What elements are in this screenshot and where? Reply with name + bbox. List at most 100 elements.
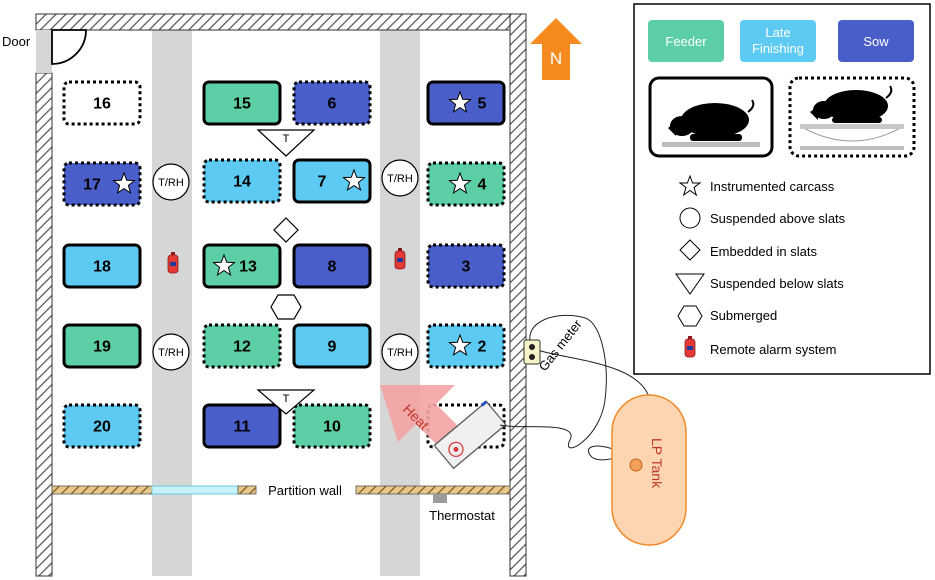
pen-box: [426, 243, 506, 289]
door-label: Door: [2, 34, 31, 49]
triangle-sensor-icon: [256, 389, 316, 415]
trh-sensor-circle-icon: [381, 159, 419, 197]
diamond-sensor-icon: [273, 217, 299, 243]
pen-20: 20: [62, 403, 142, 449]
pen-number: 12: [233, 339, 251, 356]
pen-box: [202, 243, 282, 289]
pen-number: 19: [93, 339, 111, 356]
legend-feeder-box: [648, 20, 724, 62]
pen-18: 18: [62, 243, 142, 289]
partition-wall-label: Partition wall: [268, 483, 342, 498]
lp-tank-label: LP Tank: [649, 438, 665, 489]
pen-number: 8: [328, 259, 337, 276]
pen-box: [62, 243, 142, 289]
pen-number: 20: [93, 419, 111, 436]
pen-number: 10: [323, 419, 341, 436]
pen-box: [62, 161, 142, 207]
north-label: N: [550, 49, 562, 68]
pen-box: [202, 323, 282, 369]
pen-5: 5: [426, 80, 506, 126]
alarm-icon: [167, 252, 179, 274]
legend-late-finishing-box: [740, 20, 816, 62]
pen-10: 10: [292, 403, 372, 449]
legend-feeder-label: Feeder: [665, 34, 707, 49]
aisles: [152, 30, 420, 576]
trh-label: T/RH: [387, 347, 413, 359]
pen-number: 17: [83, 177, 101, 194]
pen-9: 9: [292, 323, 372, 369]
pen-number: 11: [234, 419, 251, 436]
pen-19: 19: [62, 323, 142, 369]
pen-4: 4: [426, 161, 506, 207]
door-opening: [36, 30, 52, 73]
door-swing: [51, 29, 87, 65]
gas-meter-icon: [523, 339, 541, 365]
pen-12: 12: [202, 323, 282, 369]
pen-number: 13: [239, 259, 257, 276]
trh-label: T/RH: [158, 347, 184, 359]
pen-number: 2: [478, 339, 487, 356]
pen-number: 16: [93, 96, 111, 113]
partition-wall-window: [151, 485, 239, 495]
lp-tank: LP Tank: [611, 394, 687, 546]
circle-icon: [679, 207, 701, 229]
trh-label: T/RH: [387, 173, 413, 185]
triangle-icon: [675, 273, 705, 295]
trh-label: T/RH: [158, 177, 184, 189]
partition-wall-left-segment: [51, 485, 153, 495]
star-icon: [112, 171, 136, 195]
pig-carcass-icon: [810, 85, 893, 123]
legend-late-finishing-label-line-2: Finishing: [752, 41, 804, 56]
alarm-icon: [394, 248, 406, 270]
pen-7: 7: [292, 158, 372, 204]
star-icon: [448, 333, 472, 357]
trh-sensor-circle-icon: [152, 333, 190, 371]
pen-17: 17: [62, 161, 142, 207]
legend-symbol-label: Suspended above slats: [710, 211, 846, 226]
partition-wall: [51, 485, 511, 503]
wall-top: [35, 13, 527, 31]
pen-2: 2: [426, 323, 506, 369]
pen-11: 11: [202, 403, 282, 449]
pen-number: 18: [93, 259, 111, 276]
pen-number: 3: [462, 259, 471, 276]
pen-number: 15: [233, 96, 251, 113]
pen-box: [292, 158, 372, 204]
trh-sensor-circle-icon: [152, 163, 190, 201]
legend-sow-label: Sow: [863, 34, 889, 49]
thermostat-label: Thermostat: [429, 508, 495, 523]
legend-solid-floor-pen: [648, 76, 774, 158]
alarm-icon: [684, 336, 696, 358]
t-sensor-label: T: [283, 393, 290, 405]
pen-6: 6: [292, 80, 372, 126]
legend: Feeder Late Finishing Sow: [633, 3, 931, 375]
star-icon: [212, 253, 236, 277]
pen-8: 8: [292, 243, 372, 289]
north-arrow-icon: N: [530, 18, 582, 80]
legend-symbol-label: Remote alarm system: [710, 342, 836, 357]
pen-number: 6: [328, 96, 337, 113]
partition-wall-right-segment: [355, 485, 511, 495]
legend-symbol-label: Suspended below slats: [710, 276, 844, 291]
triangle-sensor-icon: [256, 129, 316, 157]
star-icon: [448, 171, 472, 195]
thermostat-icon: [433, 494, 447, 503]
pen-3: 3: [426, 243, 506, 289]
star-icon: [342, 168, 366, 192]
legend-sow-box: [838, 20, 914, 62]
heater-unit: [433, 400, 507, 470]
wall-left: [35, 72, 53, 577]
pen-box: [202, 158, 282, 204]
pen-number: 9: [328, 339, 337, 356]
pen-box: [62, 323, 142, 369]
pen-number: 5: [478, 96, 487, 113]
pen-box: [292, 323, 372, 369]
pen-box: [202, 403, 282, 449]
pen-box: [62, 403, 142, 449]
pen-number: 4: [478, 177, 487, 194]
legend-symbol-label: Instrumented carcass: [710, 179, 835, 194]
partition-wall-center-segment: [237, 485, 257, 495]
t-sensor-label: T: [283, 133, 290, 145]
wall-right: [509, 13, 527, 577]
